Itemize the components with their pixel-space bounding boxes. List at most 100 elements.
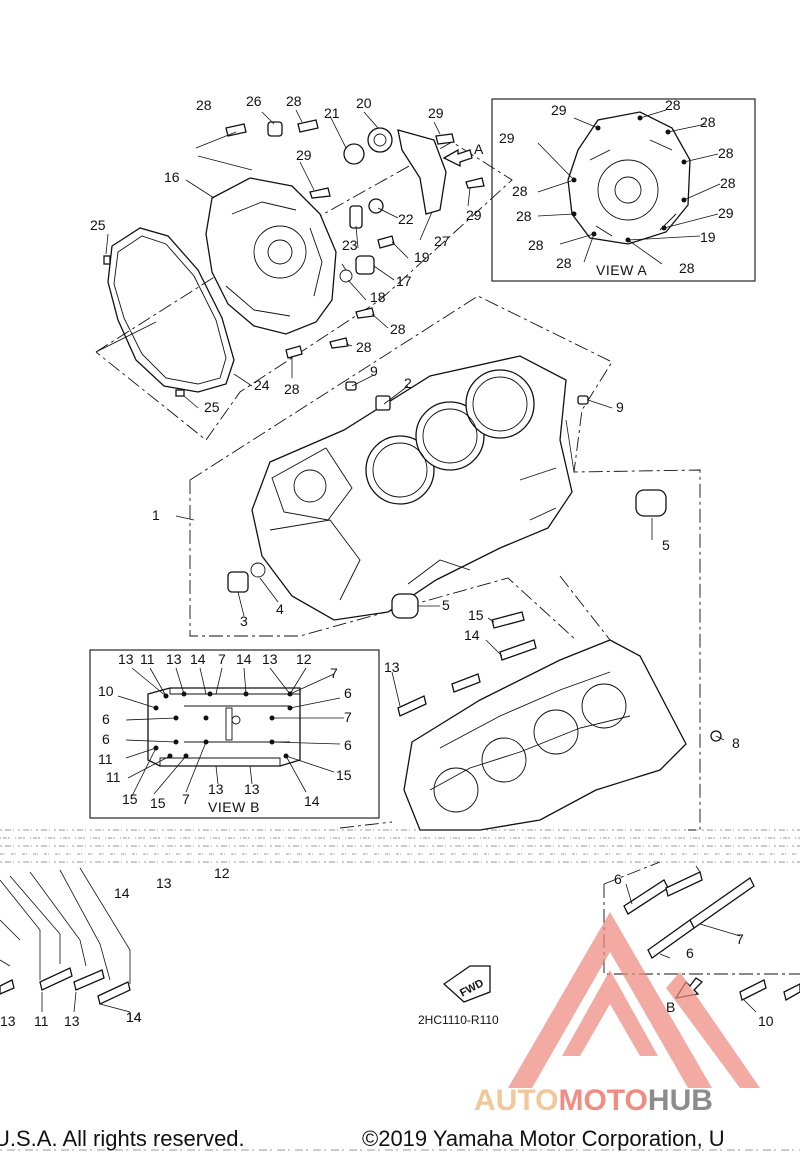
view-b-callout-6: 14 — [236, 651, 252, 667]
callout-main-13: 27 — [434, 233, 450, 249]
bolt-14 — [499, 639, 537, 661]
bolt-19 — [377, 235, 395, 249]
view-b-callout-3: 13 — [166, 651, 182, 667]
bolt-28-e — [285, 345, 303, 359]
dowel-2 — [375, 395, 391, 411]
view-a-title: VIEW A — [596, 262, 647, 278]
callout-main-15: 17 — [396, 273, 412, 289]
view-a-callout-3: 28 — [700, 114, 716, 130]
callout-main-40: 13 — [64, 1013, 80, 1029]
callout-main-45: 10 — [758, 1013, 774, 1029]
collar-22 — [368, 198, 384, 214]
callout-main-41: 14 — [126, 1009, 142, 1025]
bolt-28-c — [355, 307, 375, 319]
callout-main-31: 14 — [464, 627, 480, 643]
watermark-word-auto: AUTO — [474, 1084, 559, 1117]
dowel-9-b — [577, 395, 589, 405]
fwd-arrow: FWD — [442, 965, 491, 1003]
view-b-callout-7: 13 — [262, 651, 278, 667]
view-b-callout-2: 11 — [140, 651, 155, 667]
bushing-5-b — [391, 593, 419, 619]
view-a-callout-7: 28 — [720, 175, 736, 191]
callout-main-35: 13 — [156, 875, 172, 891]
callout-main-42: 6 — [614, 871, 622, 887]
view-a-callout-9: 29 — [718, 205, 734, 221]
dowel-25-b — [175, 389, 185, 397]
bolt-28-d — [329, 337, 349, 349]
crankcase-upper-group — [175, 295, 701, 831]
view-b-callout-16: 11 — [98, 751, 113, 767]
view-b-callout-22: 13 — [244, 781, 260, 797]
callout-main-28: 3 — [240, 613, 248, 629]
callout-main-12: 23 — [342, 237, 358, 253]
view-b-callout-23: 14 — [304, 793, 320, 809]
view-b-callout-11: 6 — [344, 685, 352, 701]
crankcase-cover-16 — [205, 177, 337, 335]
bolt-6-c — [647, 919, 695, 959]
view-b-callout-4: 14 — [190, 651, 206, 667]
view-a-arrow — [442, 148, 473, 168]
plug-3 — [227, 571, 249, 593]
bolt-10 — [739, 979, 767, 1001]
callout-main-6: 29 — [428, 105, 444, 121]
view-a-callout-6: 28 — [512, 183, 528, 199]
callout-main-27: 4 — [276, 601, 284, 617]
crankcase-cover-group: A — [95, 109, 513, 441]
callout-main-17: 28 — [390, 321, 406, 337]
bolt-13-c — [73, 969, 105, 991]
view-a-callout-12: 28 — [556, 255, 572, 271]
view-b-callout-10: 10 — [98, 683, 114, 699]
view-a-callout-4: 29 — [499, 130, 515, 146]
view-b-callout-15: 6 — [344, 737, 352, 753]
callout-main-43: 6 — [686, 945, 694, 961]
bracket-27 — [397, 129, 447, 215]
view-a-callout-11: 19 — [700, 229, 716, 245]
callout-main-1: 28 — [196, 97, 212, 113]
bolt-28-b — [297, 119, 319, 133]
footer-copyright: ©2019 Yamaha Motor Corporation, U — [362, 1126, 725, 1151]
view-b-callout-17: 11 — [106, 769, 121, 785]
callout-main-44: 7 — [736, 931, 744, 947]
callout-main-21: 25 — [204, 399, 220, 415]
callout-main-5: 20 — [356, 95, 372, 111]
dowel-9-a — [345, 381, 357, 391]
bolt-6-b — [665, 871, 703, 897]
view-b-callout-24: 15 — [336, 767, 352, 783]
oring-4 — [250, 562, 266, 578]
view-a-callout-2: 28 — [665, 97, 681, 113]
callout-main-22: 9 — [370, 363, 378, 379]
view-b-callout-13: 7 — [344, 709, 352, 725]
callout-main-30: 15 — [468, 607, 484, 623]
callout-main-16: 18 — [370, 289, 386, 305]
callout-main-19: 24 — [254, 377, 270, 393]
bolt-29-a — [435, 133, 455, 145]
plug-26 — [267, 121, 283, 137]
view-b-callout-21: 13 — [208, 781, 224, 797]
bottom-bolts-group: B FWD 2HC1110-R110 — [0, 861, 800, 1027]
callout-main-7: 16 — [164, 169, 180, 185]
watermark-logo — [508, 912, 760, 1088]
view-b-title: VIEW B — [208, 799, 260, 815]
bolt-11 — [39, 967, 73, 991]
footer-rights: U.S.A. All rights reserved. — [0, 1126, 245, 1151]
view-b-callout-8: 12 — [296, 651, 312, 667]
crankcase-lower-group — [339, 575, 725, 831]
lower-crankcase — [403, 639, 687, 831]
callout-main-11: 25 — [90, 217, 106, 233]
pointer-b: B — [666, 999, 675, 1015]
callout-main-9: 29 — [466, 207, 482, 223]
gasket-24 — [107, 227, 235, 393]
watermark-word-hub: HUB — [647, 1084, 713, 1117]
callout-main-8: 29 — [296, 147, 312, 163]
bolt-29-b — [465, 177, 485, 189]
view-b-callout-1: 13 — [118, 651, 134, 667]
oring-21 — [343, 143, 365, 165]
callout-main-3: 28 — [286, 93, 302, 109]
pin-23 — [349, 205, 363, 229]
view-b-callout-14: 6 — [102, 731, 110, 747]
bolt-13-d — [0, 979, 15, 995]
scan-noise — [0, 829, 800, 1151]
view-b-callout-9: 7 — [330, 665, 338, 681]
dowel-25-a — [103, 255, 111, 265]
